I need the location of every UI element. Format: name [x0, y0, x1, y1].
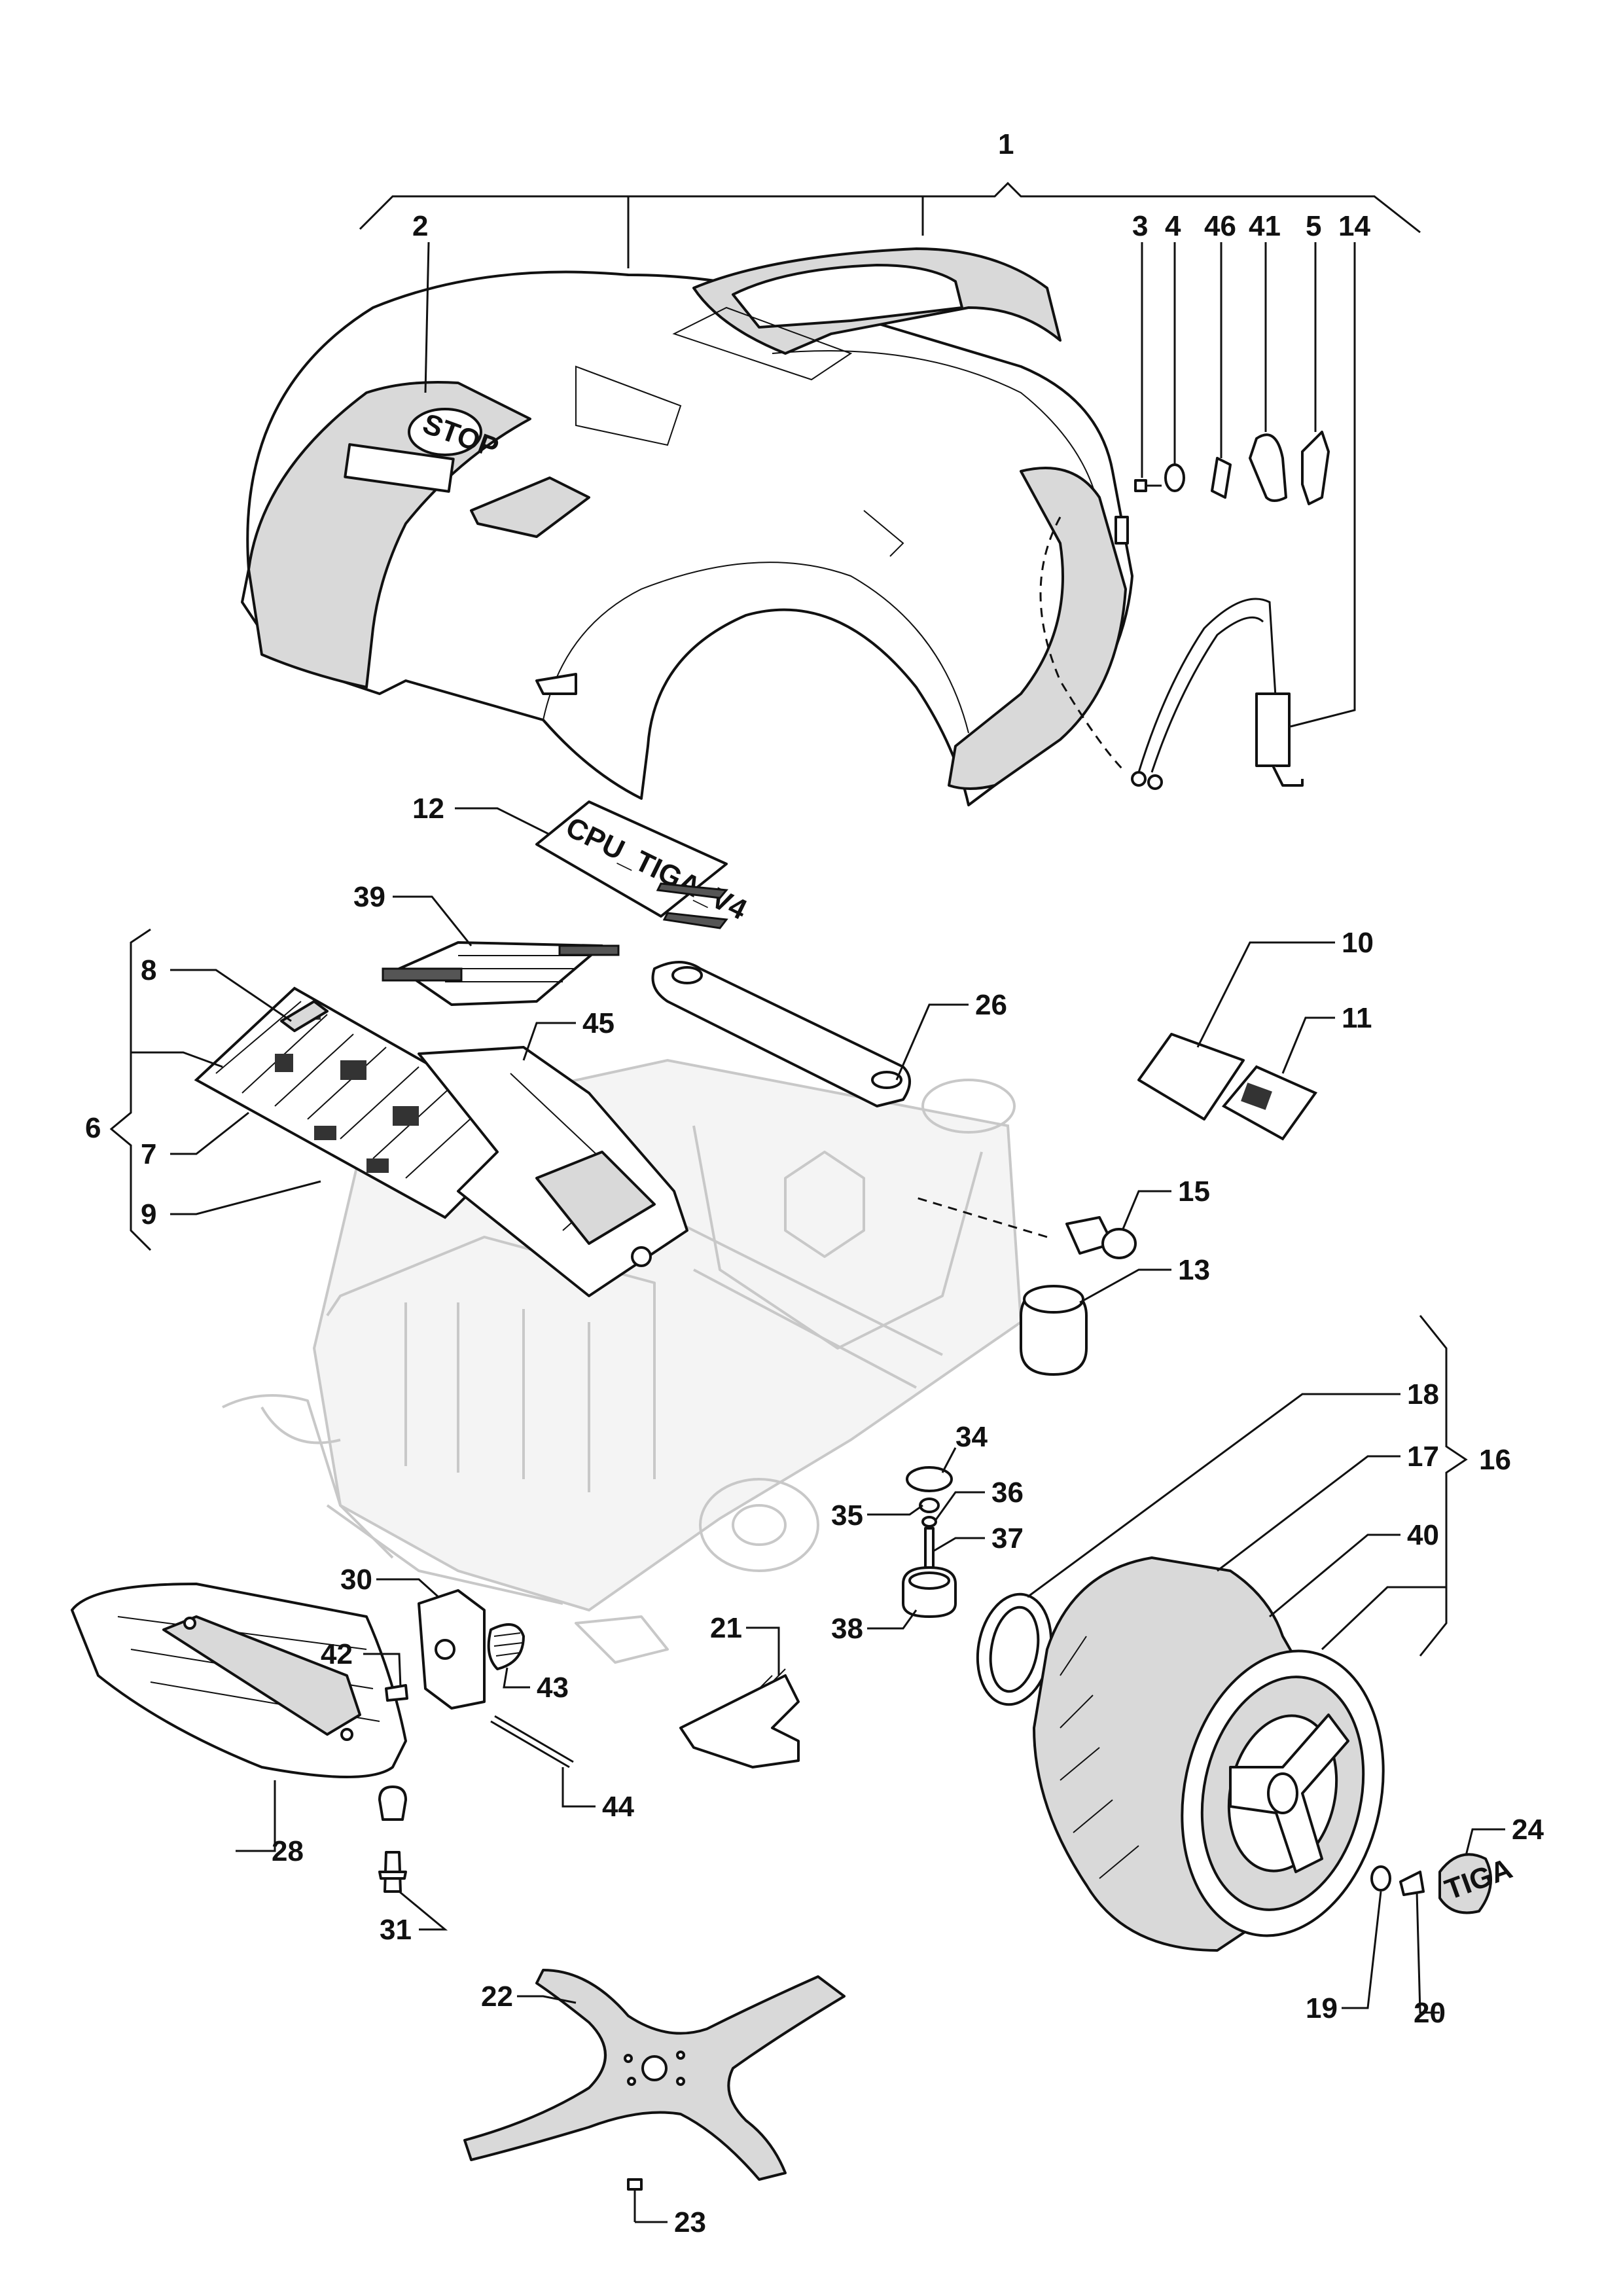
top-cover: STOP	[241, 247, 1133, 806]
callout-18: 18	[1407, 1378, 1439, 1410]
callout-15: 15	[1178, 1175, 1210, 1208]
drive-wheel	[976, 1556, 1385, 1952]
callout-22: 22	[481, 1981, 513, 2013]
callout-16: 16	[1479, 1444, 1511, 1476]
callout-14: 14	[1338, 210, 1370, 242]
callout-46: 46	[1204, 210, 1236, 242]
callout-6: 6	[85, 1112, 101, 1144]
callout-2: 2	[412, 210, 428, 242]
callout-30: 30	[340, 1564, 372, 1596]
callout-43: 43	[537, 1672, 569, 1704]
callout-3: 3	[1132, 210, 1148, 242]
ribbon-cable	[382, 941, 620, 1006]
pcb-bracket	[418, 1046, 688, 1297]
callout-9: 9	[141, 1198, 156, 1230]
callout-44: 44	[602, 1791, 634, 1823]
callout-40: 40	[1407, 1519, 1439, 1551]
callout-20: 20	[1414, 1997, 1446, 2029]
callout-5: 5	[1306, 210, 1321, 242]
callout-13: 13	[1178, 1254, 1210, 1286]
callout-41: 41	[1249, 210, 1281, 242]
shaft-stack	[902, 1466, 957, 1618]
small-boards	[1137, 1033, 1318, 1141]
callout-23: 23	[674, 2206, 706, 2238]
crossbar	[651, 961, 911, 1107]
callout-7: 7	[141, 1138, 156, 1170]
callout-36: 36	[991, 1477, 1024, 1509]
callout-39: 39	[353, 881, 385, 913]
callout-8: 8	[141, 954, 156, 986]
studs	[378, 1785, 407, 1893]
wire-harness	[1131, 598, 1304, 790]
callout-11: 11	[1342, 1002, 1372, 1034]
callout-10: 10	[1342, 927, 1374, 959]
hub-parts: TIGA	[1370, 1852, 1516, 1914]
callout-1: 1	[998, 128, 1014, 160]
cutting-blade	[463, 1969, 846, 2222]
side-skirt	[948, 467, 1127, 790]
leader-lines	[109, 181, 1505, 2223]
stop-panel	[247, 381, 531, 689]
callout-26: 26	[975, 989, 1007, 1021]
display-board: CPU_TIGA_V4	[535, 800, 752, 929]
callout-4: 4	[1165, 210, 1181, 242]
callout-19: 19	[1306, 1992, 1338, 2024]
callout-35: 35	[831, 1499, 863, 1532]
callout-12: 12	[412, 793, 444, 825]
callout-labels: 1 2 3 4 46 41 5 14 12 39 10 11 8 45 26 6…	[85, 128, 1544, 2238]
callout-31: 31	[380, 1914, 412, 1946]
top-hardware	[1134, 431, 1330, 505]
callout-21: 21	[710, 1612, 742, 1644]
callout-24: 24	[1512, 1814, 1544, 1846]
front-bumper	[71, 1583, 407, 1778]
mount-clip	[679, 1668, 800, 1768]
callout-45: 45	[582, 1007, 615, 1039]
callout-38: 38	[831, 1613, 863, 1645]
callout-17: 17	[1407, 1441, 1439, 1473]
callout-28: 28	[272, 1835, 304, 1867]
callout-37: 37	[991, 1522, 1024, 1554]
plug-and-bushing	[916, 1196, 1137, 1376]
callout-42: 42	[321, 1638, 353, 1670]
callout-34: 34	[955, 1421, 988, 1453]
sensor-bracket	[385, 1589, 574, 1768]
